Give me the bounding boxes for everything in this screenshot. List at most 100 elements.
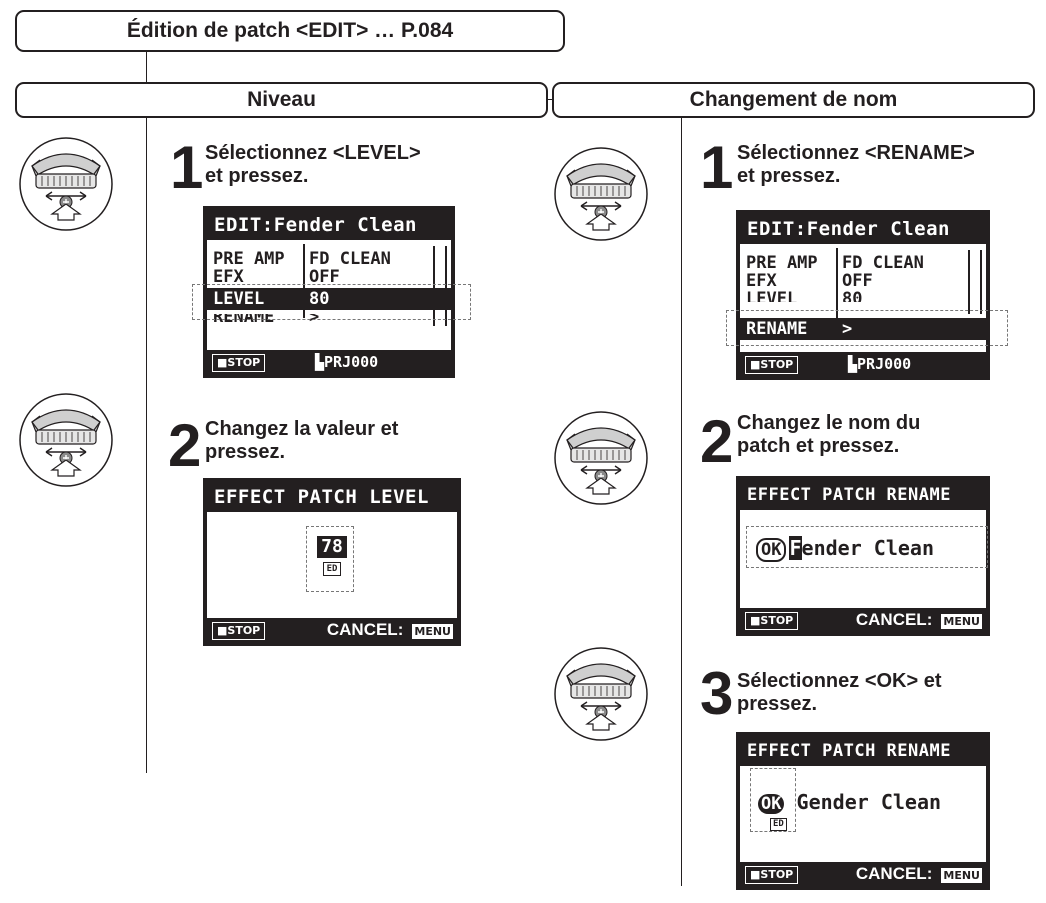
left-column-divider [146, 118, 147, 773]
menu-row-rename-selected: RENAME > [740, 318, 986, 340]
left-title-text: Niveau [247, 88, 316, 111]
menu-key: MENU [941, 868, 982, 883]
cancel-label: CANCEL: MENU [856, 862, 982, 886]
cancel-label: CANCEL: MENU [327, 618, 453, 642]
step-instruction-1: Sélectionnez <RENAME> et pressez. [737, 142, 975, 188]
menu-key: MENU [941, 614, 982, 629]
patch-name: ender Clean [801, 536, 934, 560]
name-highlight [746, 526, 988, 568]
stop-label: ■STOP [212, 354, 266, 372]
column-divider [303, 244, 305, 318]
menu-row-preamp: PRE AMP FD CLEAN [207, 250, 451, 268]
lcd-title: EDIT:Fender Clean [740, 214, 986, 244]
menu-row-label: EFX [746, 271, 777, 291]
dial-icon [19, 137, 113, 231]
value-highlight [306, 526, 354, 592]
menu-row-value: FD CLEAN [309, 249, 391, 269]
cancel-text: CANCEL: [855, 610, 933, 629]
step-number-1: 1 [170, 134, 204, 201]
menu-row-level-selected: LEVEL 80 [207, 288, 451, 310]
menu-row-value: 80 [309, 289, 330, 309]
menu-row-value: OFF [309, 267, 340, 287]
step-line: patch et pressez. [737, 435, 900, 457]
stop-label: ■STOP [745, 866, 799, 884]
ok-highlight [750, 768, 796, 832]
cancel-text: CANCEL: [855, 864, 933, 883]
stop-label: ■STOP [745, 356, 799, 374]
menu-row-label: EFX [213, 267, 244, 287]
menu-row-label: LEVEL [746, 290, 798, 302]
ed-label: ED [323, 562, 341, 576]
cursor-char: F [789, 536, 802, 560]
lcd-title: EFFECT PATCH LEVEL [207, 482, 457, 512]
menu-row-label: RENAME [213, 314, 275, 326]
patch-name: Gender Clean [796, 790, 942, 814]
lcd-footer: ■STOP CANCEL: MENU [740, 608, 986, 632]
name-editor: OK Gender Clean [758, 790, 941, 814]
lcd-footer: ■STOP CANCEL: MENU [207, 618, 457, 642]
step-line: Sélectionnez <RENAME> [737, 142, 975, 164]
right-column-divider [681, 118, 682, 886]
scrollbar [968, 250, 982, 314]
stop-label: ■STOP [212, 622, 266, 640]
menu-row-value: OFF [842, 271, 873, 291]
step-line: Changez le nom du [737, 412, 921, 434]
lcd-title: EFFECT PATCH RENAME [740, 480, 986, 510]
level-value: 78 [317, 536, 347, 558]
menu-row-label: LEVEL [213, 289, 265, 309]
selection-highlight [192, 284, 471, 320]
step-instruction-3: Sélectionnez <OK> et pressez. [737, 670, 942, 716]
column-divider [836, 248, 838, 318]
lcd-screen-level: EFFECT PATCH LEVEL 78 ED ■STOP CANCEL: M… [203, 478, 461, 646]
step-line: Sélectionnez <LEVEL> [205, 142, 421, 164]
dial-icon [554, 411, 648, 505]
lcd-footer: ■STOP ▙PRJ000 [740, 352, 986, 376]
scrollbar [433, 246, 447, 326]
cancel-text: CANCEL: [326, 620, 404, 639]
lcd-screen-edit: EDIT:Fender Clean PRE AMP FD CLEAN EFX O… [203, 206, 455, 378]
step-instruction-2: Changez la valeur et pressez. [205, 418, 398, 464]
step-number-2: 2 [168, 412, 202, 479]
header-title-text: Édition de patch <EDIT> … P.084 [126, 19, 454, 42]
step-line: pressez. [737, 693, 818, 715]
menu-row-label: PRE AMP [746, 253, 818, 273]
dial-icon [19, 393, 113, 487]
step-line: pressez. [205, 441, 286, 463]
lcd-title: EFFECT PATCH RENAME [740, 736, 986, 766]
menu-row-preamp: PRE AMP FD CLEAN [740, 254, 986, 272]
dial-icon [554, 647, 648, 741]
step-line: et pressez. [205, 165, 309, 187]
stop-label: ■STOP [745, 612, 799, 630]
menu-row-level: LEVEL 80 [740, 290, 986, 302]
project-label: ▙PRJ000 [315, 353, 379, 371]
lcd-screen-edit: EDIT:Fender Clean PRE AMP FD CLEAN EFX O… [736, 210, 990, 380]
menu-row-efx: EFX OFF [740, 272, 986, 290]
step-line: et pressez. [737, 165, 841, 187]
ok-button: OK [756, 538, 787, 562]
lcd-footer: ■STOP CANCEL: MENU [740, 862, 986, 886]
header-connector [146, 52, 147, 82]
step-line: Sélectionnez <OK> et [737, 670, 942, 692]
selection-highlight [726, 310, 1008, 346]
menu-row-value: > [842, 319, 853, 339]
lcd-title: EDIT:Fender Clean [207, 210, 451, 240]
step-number-2: 2 [700, 408, 734, 475]
project-label: ▙PRJ000 [848, 355, 912, 373]
menu-row-value: 80 [842, 290, 863, 302]
menu-row-label: RENAME [746, 319, 808, 339]
step-number-3: 3 [700, 660, 734, 727]
right-section-title: Changement de nom [552, 82, 1035, 118]
menu-key: MENU [412, 624, 453, 639]
section-header-title: Édition de patch <EDIT> … P.084 [15, 10, 565, 52]
lcd-footer: ■STOP ▙PRJ000 [207, 350, 451, 374]
level-value-box: 78 ED [317, 536, 347, 576]
ok-button-selected: OK [758, 794, 785, 814]
dial-icon [554, 147, 648, 241]
menu-row-label: PRE AMP [213, 249, 285, 269]
left-section-title: Niveau [15, 82, 548, 118]
menu-row-value: FD CLEAN [842, 253, 924, 273]
step-instruction-2: Changez le nom du patch et pressez. [737, 412, 920, 458]
ed-label: ED [770, 818, 787, 831]
